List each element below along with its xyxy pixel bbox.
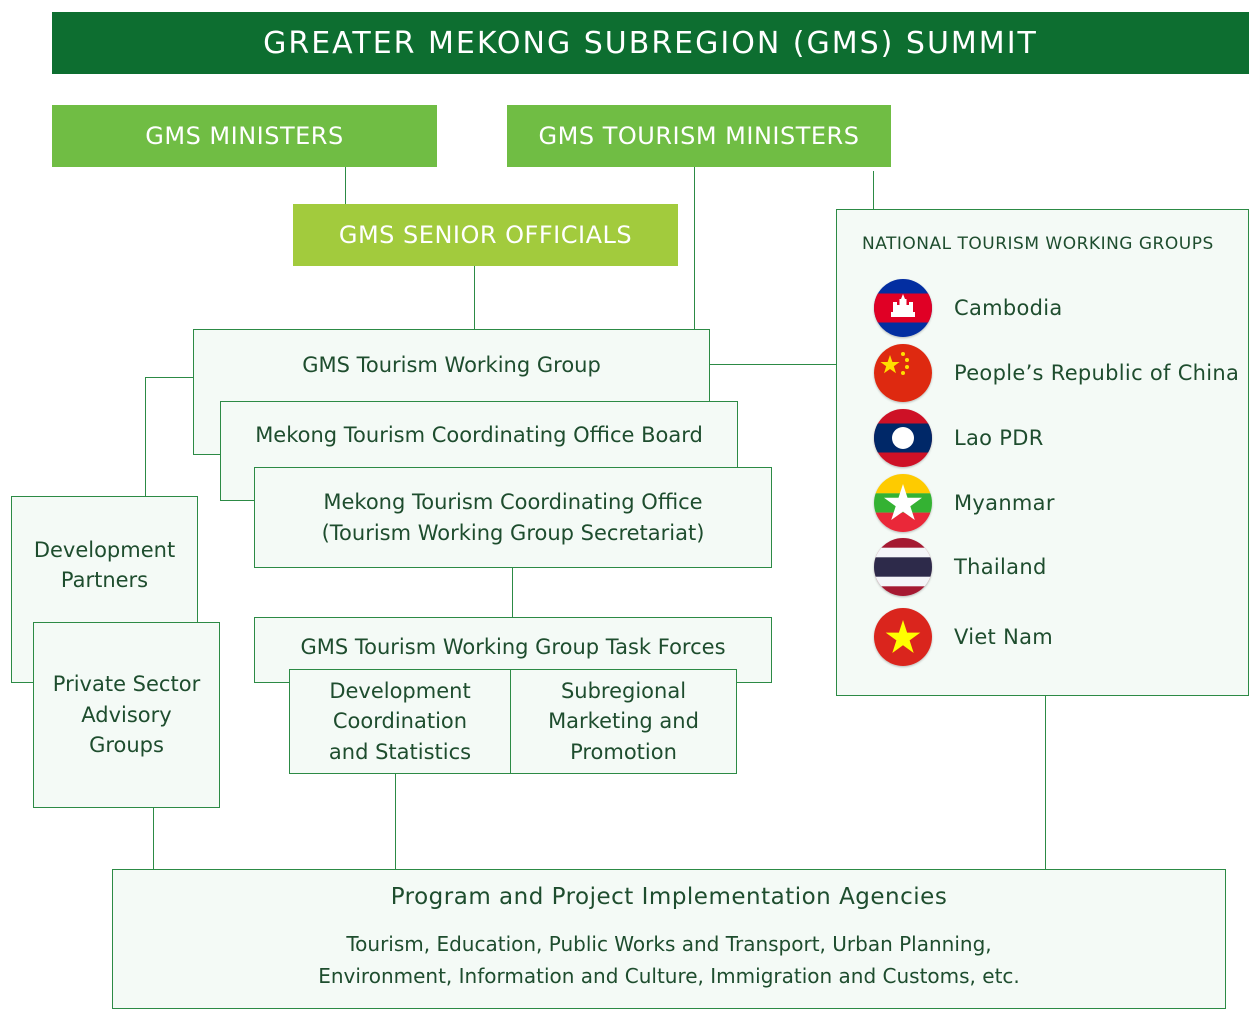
private-sector-label: Private Sector Advisory Groups	[52, 672, 201, 758]
country-name: Viet Nam	[954, 625, 1054, 649]
country-name: Cambodia	[954, 296, 1063, 320]
country-name: Thailand	[954, 555, 1047, 579]
china-flag-icon	[874, 344, 932, 402]
gms-tourism-ministers-box: GMS TOURISM MINISTERS	[507, 105, 891, 167]
country-item-thailand: Thailand	[874, 538, 1249, 596]
thailand-flag-icon	[874, 538, 932, 596]
vietnam-flag-icon	[874, 608, 932, 666]
gms-ministers-box: GMS MINISTERS	[52, 105, 437, 167]
task-force-marketing-label: Subregional Marketing and Promotion	[548, 678, 699, 764]
cambodia-flag-icon	[874, 279, 932, 337]
gms-senior-officials-box: GMS SENIOR OFFICIALS	[293, 204, 678, 266]
myanmar-flag-icon	[874, 474, 932, 532]
implementation-agencies-title: Program and Project Implementation Agenc…	[390, 884, 948, 910]
mtco-box: Mekong Tourism Coordinating Office (Tour…	[254, 467, 772, 568]
mtco-label: Mekong Tourism Coordinating Office (Tour…	[321, 490, 705, 545]
country-item-laos: Lao PDR	[874, 409, 1249, 467]
country-item-china: People’s Republic of China	[874, 344, 1249, 402]
implementation-agencies-box	[112, 869, 1226, 1009]
task-force-development-box: Development Coordination and Statistics	[289, 669, 511, 774]
summit-banner: GREATER MEKONG SUBREGION (GMS) SUMMIT	[52, 12, 1249, 74]
task-force-marketing-box: Subregional Marketing and Promotion	[510, 669, 737, 774]
laos-flag-icon	[874, 409, 932, 467]
development-partners-label: Development Partners	[33, 538, 176, 593]
country-name: People’s Republic of China	[954, 361, 1240, 385]
mtco-board-label: Mekong Tourism Coordinating Office Board	[255, 423, 703, 447]
implementation-agencies-list: Tourism, Education, Public Works and Tra…	[318, 932, 1020, 988]
private-sector-box: Private Sector Advisory Groups	[33, 622, 220, 808]
country-name: Lao PDR	[954, 426, 1044, 450]
country-item-cambodia: Cambodia	[874, 279, 1249, 337]
country-name: Myanmar	[954, 491, 1055, 515]
tourism-working-group-label: GMS Tourism Working Group	[302, 353, 601, 377]
task-force-development-label: Development Coordination and Statistics	[328, 678, 472, 764]
task-forces-label: GMS Tourism Working Group Task Forces	[300, 635, 726, 659]
ntwg-title: NATIONAL TOURISM WORKING GROUPS	[862, 234, 1214, 254]
country-item-vietnam: Viet Nam	[874, 608, 1249, 666]
country-item-myanmar: Myanmar	[874, 474, 1249, 532]
